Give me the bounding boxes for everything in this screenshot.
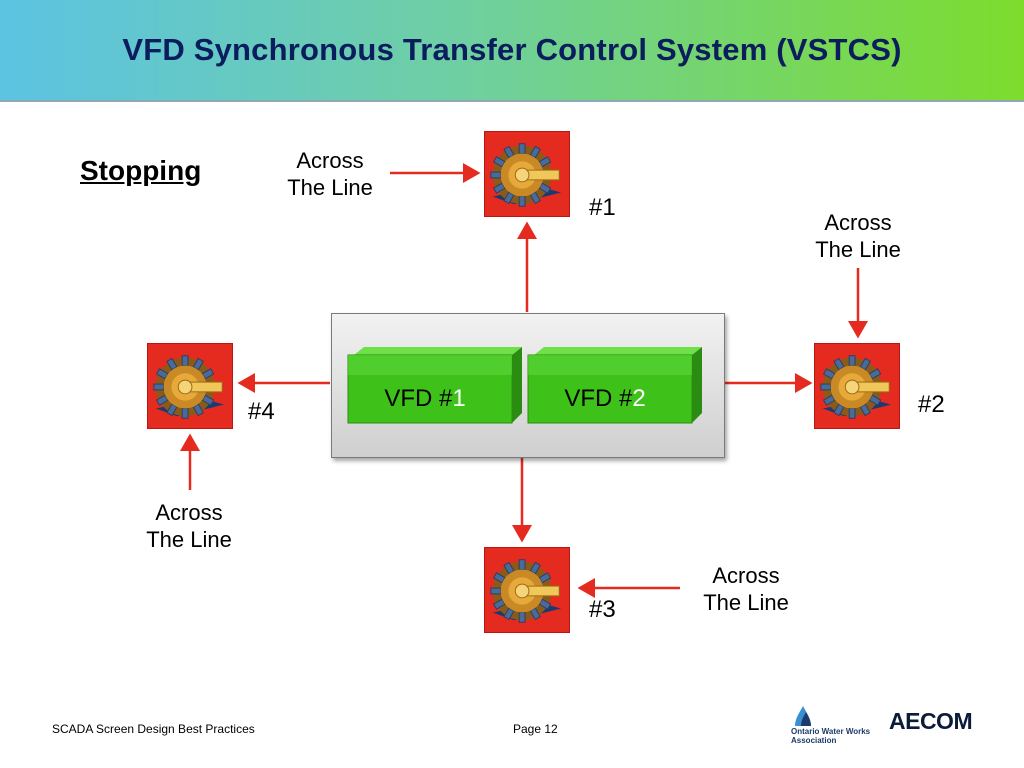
vfd-1-box-graphic [347,347,522,424]
motor-3-number: #3 [589,596,616,623]
aecom-logo: AECOM [889,708,973,734]
vfd-2-label: VFD #2 [526,385,684,413]
owwa-logo-text: Ontario Water Works Association [791,727,870,745]
electric-motor-icon[interactable] [814,343,900,429]
vfd-1-label: VFD #1 [346,385,504,413]
owwa-logo-line-2: Association [791,736,837,745]
across-line-label-motor-4: Across The Line [137,499,241,553]
vfd-panel: VFD #1 VFD #2 [331,313,725,458]
slide-title: VFD Synchronous Transfer Control System … [122,32,902,67]
motor-1-number: #1 [589,194,616,221]
across-line-label-motor-3: Across The Line [694,562,798,616]
across-line-label-line-1: Across [155,500,223,525]
across-line-label-line-2: The Line [146,527,232,552]
across-line-label-line-2: The Line [287,175,373,200]
footer-presentation-title: SCADA Screen Design Best Practices [52,722,255,736]
across-line-label-line-2: The Line [703,590,789,615]
across-line-label-motor-1: Across The Line [280,147,380,201]
across-line-label-line-2: The Line [815,237,901,262]
vfd-label-prefix: VFD # [384,385,453,412]
vfd-1-block[interactable]: VFD #1 [346,347,522,427]
vfd-label-prefix: VFD # [564,385,633,412]
motor-2-number: #2 [918,391,945,418]
vfd-2-box-graphic [527,347,702,424]
title-bar: VFD Synchronous Transfer Control System … [0,0,1024,100]
vfd-number: 2 [632,385,646,412]
across-line-label-motor-2: Across The Line [806,209,910,263]
footer-page-number: Page 12 [513,722,558,736]
vfd-2-block[interactable]: VFD #2 [526,347,702,427]
water-drop-logo-icon [795,706,811,726]
electric-motor-icon[interactable] [147,343,233,429]
vfd-number: 1 [452,385,466,412]
across-line-label-line-1: Across [824,210,892,235]
owwa-logo-line-1: Ontario Water Works [791,727,871,736]
electric-motor-icon[interactable] [484,131,570,217]
across-line-label-line-1: Across [712,563,780,588]
electric-motor-icon[interactable] [484,547,570,633]
motor-4-number: #4 [248,398,275,425]
across-line-label-line-1: Across [296,148,364,173]
mode-heading: Stopping [80,155,202,186]
title-divider [0,100,1024,102]
owwa-logo: Ontario Water Works Association [789,704,874,748]
